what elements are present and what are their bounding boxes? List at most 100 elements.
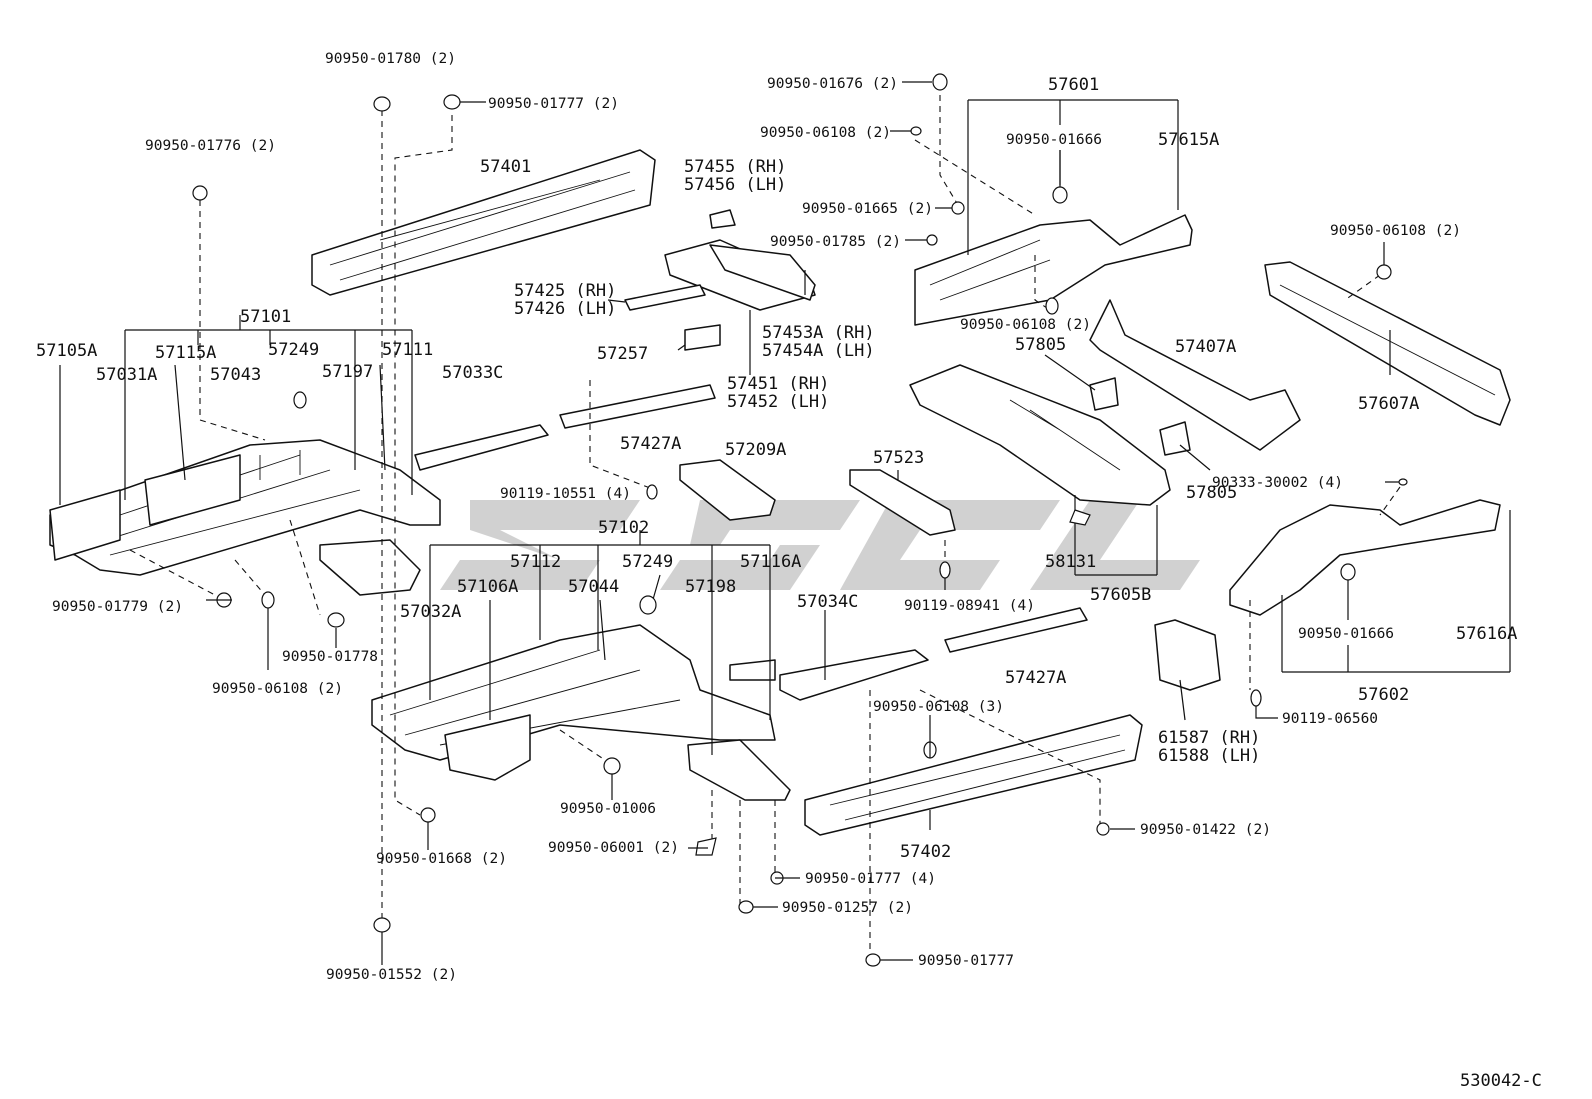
figure-code: 530042-C bbox=[1460, 1071, 1542, 1091]
floor-pan-57605B bbox=[909, 364, 1171, 506]
label-90950-01665: 90950-01665 (2) bbox=[802, 201, 933, 217]
frame-assembly-57101 bbox=[49, 439, 441, 596]
dashed-leaders bbox=[129, 95, 1401, 960]
label-57257: 57257 bbox=[597, 344, 648, 364]
clip-icon bbox=[926, 234, 938, 246]
label-90950-01006: 90950-01006 bbox=[560, 801, 656, 817]
label-57805-a: 57805 bbox=[1015, 335, 1066, 355]
frame-assembly-57102 bbox=[371, 624, 791, 801]
rail-57033C bbox=[414, 424, 549, 471]
label-90119-06560: 90119-06560 bbox=[1282, 711, 1378, 727]
clip-icon bbox=[1069, 509, 1091, 526]
bracket-57209A bbox=[679, 459, 776, 521]
clip-labels: 90950-01780 (2) 90950-01777 (2) 90950-01… bbox=[52, 51, 1461, 983]
label-90950-01776: 90950-01776 (2) bbox=[145, 138, 276, 154]
label-58131: 58131 bbox=[1045, 552, 1096, 572]
label-57401: 57401 bbox=[480, 157, 531, 177]
clip-icon bbox=[603, 757, 621, 775]
label-90950-01777-c: 90950-01777 bbox=[918, 953, 1014, 969]
frame-assembly-57602 bbox=[1229, 499, 1501, 616]
clip-icon bbox=[951, 201, 965, 215]
label-90950-01676: 90950-01676 (2) bbox=[767, 76, 898, 92]
label-57115A: 57115A bbox=[155, 343, 216, 363]
clip-icon bbox=[373, 917, 391, 933]
clip-icon bbox=[1340, 563, 1356, 581]
label-57033C: 57033C bbox=[442, 363, 503, 383]
frame-assembly-57601 bbox=[914, 214, 1193, 326]
part-labels: 57101 57105A 57115A 57249 57111 57031A 5… bbox=[36, 75, 1517, 862]
clip-icon bbox=[1398, 478, 1408, 486]
label-90950-01785: 90950-01785 (2) bbox=[770, 234, 901, 250]
clip-icon bbox=[639, 595, 657, 615]
rail-57427A-upper bbox=[559, 384, 716, 429]
clip-icon bbox=[373, 96, 391, 112]
fastener-leaders bbox=[206, 81, 1399, 965]
label-90950-01257: 90950-01257 (2) bbox=[782, 900, 913, 916]
label-57427A-upper: 57427A bbox=[620, 434, 681, 454]
bracket-group-57425 bbox=[624, 209, 816, 351]
rocker-panel-57401 bbox=[311, 149, 656, 296]
label-90950-06108-a: 90950-06108 (2) bbox=[212, 681, 343, 697]
rail-57034C bbox=[779, 649, 929, 701]
label-57452: 57452 (LH) bbox=[727, 392, 829, 412]
label-57209A: 57209A bbox=[725, 440, 786, 460]
label-57451: 57451 (RH) bbox=[727, 374, 829, 394]
rail-57427A-lower bbox=[944, 607, 1088, 653]
fasteners bbox=[192, 73, 1408, 967]
label-57044: 57044 bbox=[568, 577, 619, 597]
label-57102: 57102 bbox=[598, 518, 649, 538]
clip-icon bbox=[192, 185, 208, 201]
label-57101: 57101 bbox=[240, 307, 291, 327]
label-90950-01666-a: 90950-01666 bbox=[1006, 132, 1102, 148]
label-57427A-lower: 57427A bbox=[1005, 668, 1066, 688]
clip-icon bbox=[1376, 264, 1392, 280]
label-90950-06108-e: 90950-06108 (2) bbox=[1330, 223, 1461, 239]
label-57805-b: 57805 bbox=[1186, 483, 1237, 503]
member-57607A bbox=[1264, 261, 1511, 426]
label-90950-01666-b: 90950-01666 bbox=[1298, 626, 1394, 642]
clip-icon bbox=[293, 391, 307, 409]
clip-icon bbox=[1045, 297, 1059, 315]
crossmember-57407A bbox=[1089, 299, 1301, 451]
pad-57805-a bbox=[1089, 377, 1119, 411]
label-57105A: 57105A bbox=[36, 341, 97, 361]
label-90950-01779: 90950-01779 (2) bbox=[52, 599, 183, 615]
label-57425: 57425 (RH) bbox=[514, 281, 616, 301]
brace-57523 bbox=[849, 469, 956, 536]
bracket-61587 bbox=[1154, 619, 1221, 691]
label-90950-01778: 90950-01778 bbox=[282, 649, 378, 665]
label-90950-01552: 90950-01552 (2) bbox=[326, 967, 457, 983]
label-57615A: 57615A bbox=[1158, 130, 1219, 150]
label-57453A: 57453A (RH) bbox=[762, 323, 875, 343]
rocker-panel-57402 bbox=[804, 714, 1143, 836]
label-57523: 57523 bbox=[873, 448, 924, 468]
label-61588: 61588 (LH) bbox=[1158, 746, 1260, 766]
clip-icon bbox=[932, 73, 948, 91]
label-57454A: 57454A (LH) bbox=[762, 341, 875, 361]
label-90333-30002: 90333-30002 (4) bbox=[1212, 475, 1343, 491]
clip-icon bbox=[738, 900, 754, 914]
label-57043: 57043 bbox=[210, 365, 261, 385]
label-90950-06108-b: 90950-06108 (3) bbox=[873, 699, 1004, 715]
label-90119-08941: 90119-08941 (4) bbox=[904, 598, 1035, 614]
label-57605B: 57605B bbox=[1090, 585, 1151, 605]
label-90950-01777-a: 90950-01777 (2) bbox=[488, 96, 619, 112]
clip-icon bbox=[910, 126, 922, 136]
label-57197: 57197 bbox=[322, 362, 373, 382]
clip-icon bbox=[1052, 186, 1068, 204]
label-57116A: 57116A bbox=[740, 552, 801, 572]
label-90950-01780: 90950-01780 (2) bbox=[325, 51, 456, 67]
label-57031A: 57031A bbox=[96, 365, 157, 385]
label-57198: 57198 bbox=[685, 577, 736, 597]
label-90119-10551: 90119-10551 (4) bbox=[500, 486, 631, 502]
clip-icon bbox=[1096, 822, 1110, 836]
label-90950-06108-d: 90950-06108 (2) bbox=[960, 317, 1091, 333]
label-57607A: 57607A bbox=[1358, 394, 1419, 414]
label-57106A: 57106A bbox=[457, 577, 518, 597]
label-57455: 57455 (RH) bbox=[684, 157, 786, 177]
clip-icon bbox=[327, 612, 345, 628]
label-57249-b: 57249 bbox=[622, 552, 673, 572]
label-57249: 57249 bbox=[268, 340, 319, 360]
label-90950-06108-c: 90950-06108 (2) bbox=[760, 125, 891, 141]
label-57456: 57456 (LH) bbox=[684, 175, 786, 195]
